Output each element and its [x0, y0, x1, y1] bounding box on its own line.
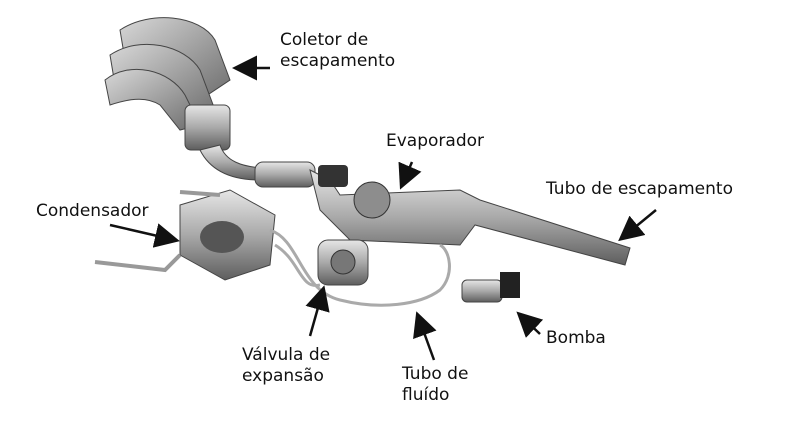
label-coletor: Coletor de escapamento: [280, 30, 395, 72]
arrow-tubo-fluido: [413, 311, 437, 361]
arrow-evaporador: [398, 161, 422, 190]
label-tubo-fluido: Tubo de fluído: [402, 364, 468, 406]
label-evaporador: Evaporador: [386, 131, 484, 151]
label-coletor-line1: Coletor de: [280, 30, 369, 50]
evaporator-body: [309, 165, 631, 266]
label-valvula-line2: expansão: [242, 366, 324, 386]
label-coletor-line2: escapamento: [280, 51, 396, 71]
label-valvula-line1: Válvula de: [242, 345, 331, 365]
label-tubo-fluido-line2: fluído: [402, 385, 450, 405]
pump: [461, 272, 520, 303]
label-bomba: Bomba: [546, 328, 606, 348]
label-tubo-escapamento: Tubo de escapamento: [546, 179, 733, 199]
arrow-tubo-escapamento: [618, 209, 657, 242]
label-condensador: Condensador: [36, 201, 149, 221]
arrow-bomba: [516, 311, 544, 338]
arrow-condensador: [109, 223, 180, 248]
arrow-valvula: [305, 285, 330, 337]
expansion-valve: [317, 239, 369, 286]
label-valvula: Válvula de expansão: [242, 345, 330, 387]
exhaust-manifold: [104, 17, 316, 188]
label-tubo-fluido-line1: Tubo de: [402, 364, 469, 384]
condenser-body: [94, 189, 276, 281]
